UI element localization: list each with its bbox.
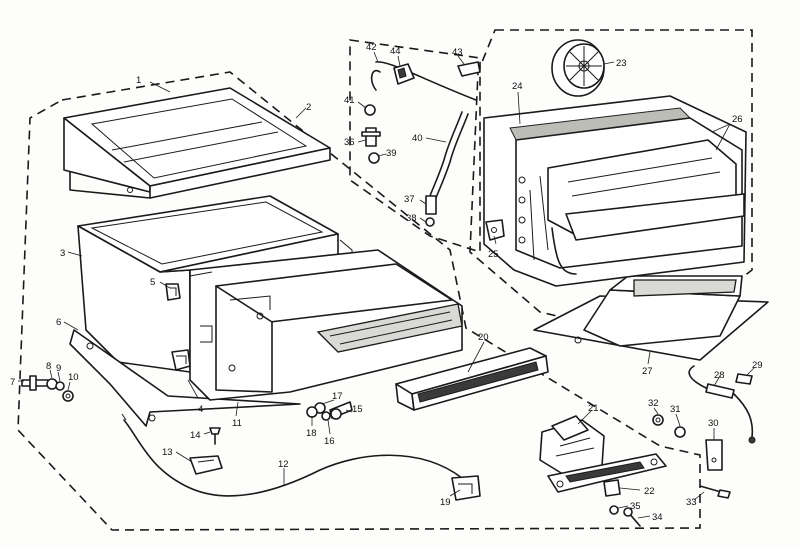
- label-7: 7: [10, 377, 15, 388]
- label-4: 4: [198, 404, 203, 415]
- label-40: 40: [412, 133, 423, 144]
- label-18: 18: [306, 428, 317, 439]
- label-21: 21: [588, 403, 599, 414]
- cable-clip-part-13: [189, 455, 223, 475]
- label-3: 3: [60, 248, 65, 259]
- leader-lines: [18, 51, 755, 519]
- label-16: 16: [324, 436, 335, 447]
- label-6: 6: [56, 317, 61, 328]
- washer-part-9: [55, 381, 65, 391]
- label-37: 37: [404, 194, 415, 205]
- label-33: 33: [686, 497, 697, 508]
- cable-part-12: [123, 419, 463, 497]
- label-31: 31: [670, 404, 681, 415]
- fan-wheel-part-23: [551, 39, 605, 97]
- label-5: 5: [150, 277, 155, 288]
- control-panel-part-22: [547, 453, 667, 497]
- nut-part-10: [62, 390, 74, 402]
- washer-part-41: [364, 104, 376, 116]
- label-39: 39: [386, 148, 397, 159]
- label-27: 27: [642, 366, 653, 377]
- label-25: 25: [488, 249, 499, 260]
- nut-part-32: [652, 414, 664, 426]
- valve-part-44: [393, 63, 415, 85]
- screw-part-14: [209, 427, 221, 445]
- label-41: 41: [344, 95, 355, 106]
- label-19: 19: [440, 497, 451, 508]
- label-14: 14: [190, 430, 201, 441]
- label-29: 29: [752, 360, 763, 371]
- label-36: 36: [344, 137, 355, 148]
- label-11: 11: [232, 418, 242, 429]
- bolt-part-7: [21, 375, 49, 391]
- label-26: 26: [732, 114, 743, 125]
- clip-part-43: [457, 61, 481, 77]
- label-9: 9: [56, 363, 61, 374]
- label-8: 8: [46, 361, 51, 372]
- label-22: 22: [644, 486, 655, 497]
- bracket-part-4: [171, 349, 191, 371]
- label-20: 20: [478, 332, 489, 343]
- washer-part-38: [425, 217, 435, 227]
- part-labels: 1 2 3 4 5 6 7 8 9 10 11 12 13 14 15 16 1…: [10, 42, 763, 523]
- vent-grille-part: [395, 347, 549, 411]
- top-valve-boundary: [349, 39, 481, 254]
- label-32: 32: [648, 398, 659, 409]
- fuse-part-29: [735, 373, 753, 385]
- washer-part-31: [674, 426, 686, 438]
- left-assembly-boundary: [17, 71, 701, 531]
- label-13: 13: [162, 447, 173, 458]
- fitting-part-37: [425, 195, 437, 215]
- heater-box-part-24: [483, 95, 747, 287]
- resistor-part-28: [688, 365, 756, 444]
- label-30: 30: [708, 418, 719, 429]
- label-23: 23: [616, 58, 627, 69]
- label-43: 43: [452, 47, 463, 58]
- nut-part-18: [306, 406, 318, 418]
- label-44: 44: [390, 46, 401, 57]
- label-2: 2: [306, 102, 311, 113]
- base-plate-part: [69, 329, 301, 427]
- bracket-part-30: [705, 439, 723, 471]
- duct-part-27: [533, 275, 769, 361]
- right-heater-boundary: [469, 29, 753, 341]
- hose-part-40: [429, 111, 463, 197]
- label-35: 35: [630, 501, 641, 512]
- label-42: 42: [366, 42, 377, 53]
- label-17: 17: [332, 391, 343, 402]
- cable-clip-part-19: [451, 475, 481, 501]
- screw-part-34: [623, 507, 641, 527]
- label-24: 24: [512, 81, 523, 92]
- label-1: 1: [136, 75, 141, 86]
- terminal-part-25: [485, 219, 505, 241]
- washer-part-16: [321, 411, 331, 421]
- washer-part-35: [609, 505, 619, 515]
- label-12: 12: [278, 459, 289, 470]
- label-15: 15: [352, 404, 363, 415]
- fitting-part-36: [361, 127, 381, 147]
- label-28: 28: [714, 370, 725, 381]
- label-10: 10: [68, 372, 79, 383]
- label-34: 34: [652, 512, 663, 523]
- screw-part-33: [699, 485, 731, 499]
- bolt-part-15: [329, 401, 353, 420]
- washer-part-39: [368, 152, 380, 164]
- label-38: 38: [406, 213, 417, 224]
- blower-housing-part: [189, 249, 463, 401]
- top-tray-part: [63, 87, 331, 199]
